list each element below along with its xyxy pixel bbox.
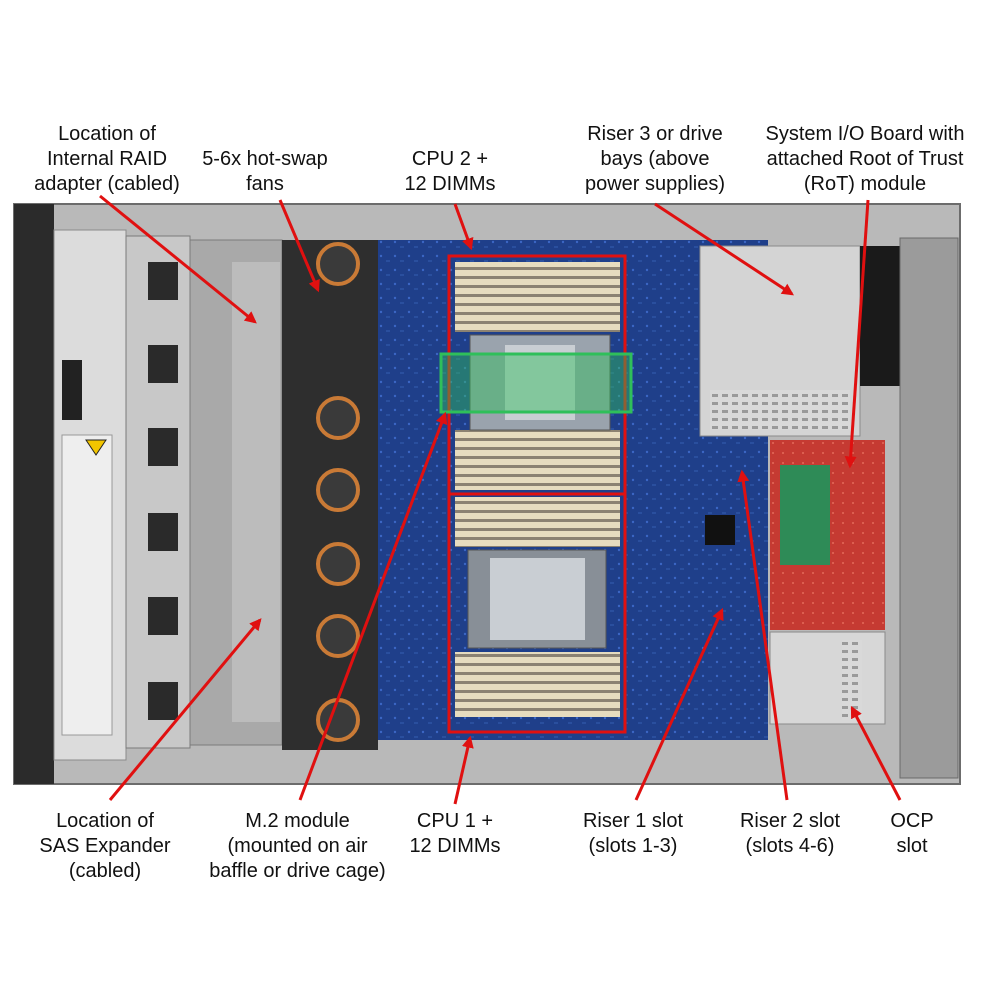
arrow-cpu1 [453,735,474,805]
callout-sas-expander: Location of SAS Expander (cabled) [39,810,171,882]
callout-internal-raid: Location of Internal RAID adapter (cable… [34,123,180,195]
callout-fans: 5-6x hot-swap fans [202,148,328,195]
m2-zone-highlight [439,352,633,414]
callout-system-io: System I/O Board with attached Root of T… [765,123,965,195]
callout-m2-module: M.2 module (mounted on air baffle or dri… [209,810,386,882]
power-supply-bays [699,237,959,779]
arrow-internal-raid [99,194,257,324]
arrow-sas-expander [108,618,262,801]
arrow-m2-module [298,411,448,801]
fan-wall [282,240,378,750]
cpu1-dimm-bank [455,497,620,717]
callout-riser2: Riser 2 slot (slots 4-6) [739,810,841,857]
callout-cpu2: CPU 2 + 12 DIMMs [404,148,496,195]
callout-ocp: OCP slot [890,810,934,857]
arrow-fans [278,199,320,293]
arrow-ocp [850,705,902,801]
arrow-riser3 [654,202,795,296]
arrow-cpu2 [453,203,474,251]
arrow-system-io [844,199,870,469]
arrow-riser2 [737,469,789,801]
callout-riser3: Riser 3 or drive bays (above power suppl… [584,123,726,195]
callout-riser1: Riser 1 slot (slots 1-3) [582,810,684,857]
ocp-slot [769,631,886,725]
callout-cpu1: CPU 1 + 12 DIMMs [409,810,501,857]
system-io-board [770,440,885,630]
arrow-riser1 [634,607,724,801]
riser-chip [705,515,735,545]
cpu2-dimm-bank [455,262,620,490]
cpu1-highlight-box [447,492,627,734]
